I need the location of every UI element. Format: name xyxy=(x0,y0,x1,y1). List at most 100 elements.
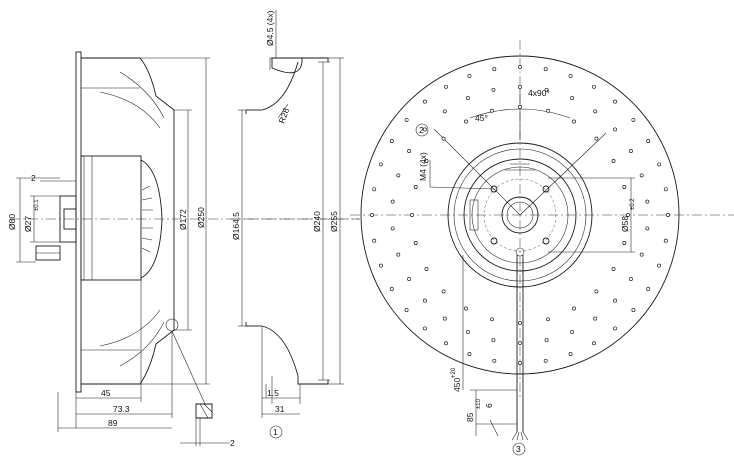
inlet-hole xyxy=(613,99,618,104)
inlet-hole xyxy=(410,213,414,217)
inlet-hole xyxy=(518,361,522,365)
inlet-hole xyxy=(639,173,644,178)
inlet-hole xyxy=(631,117,636,122)
inlet-hole xyxy=(568,352,573,357)
inlet-hole xyxy=(645,199,650,204)
dim-d172: Ø172 xyxy=(178,209,188,230)
dim-d164-5: Ø164.5 xyxy=(231,212,241,240)
inlet-hole xyxy=(613,298,618,303)
inlet-hole xyxy=(592,84,596,89)
inlet-hole xyxy=(568,73,573,78)
inlet-hole xyxy=(467,352,472,357)
dim-85: 85 xyxy=(465,412,475,422)
inlet-hole xyxy=(613,127,618,132)
inlet-hole xyxy=(546,108,550,113)
dim-73-3: 73.3 xyxy=(113,404,130,414)
inlet-hole xyxy=(631,308,636,313)
inlet-hole xyxy=(544,87,549,92)
side-view-dimensions xyxy=(16,57,230,446)
inlet-hole xyxy=(372,187,377,192)
inlet-hole xyxy=(663,238,668,243)
inlet-hole xyxy=(404,117,409,122)
dim-d27: Ø27 xyxy=(23,216,33,232)
inlet-hole xyxy=(657,263,662,268)
dim-r28: R28 xyxy=(276,106,291,124)
inlet-hole xyxy=(626,213,630,217)
dim-d80: Ø80 xyxy=(7,214,17,230)
callout-2-circle xyxy=(415,123,429,137)
inlet-hole xyxy=(613,326,618,331)
inlet-hole xyxy=(442,109,447,114)
inlet-hole xyxy=(396,173,401,178)
inlet-hole xyxy=(593,316,598,321)
dim-45deg: 45° xyxy=(475,113,488,123)
dim-85-tol: ±10 xyxy=(476,398,482,409)
inlet-hole xyxy=(543,358,548,363)
inlet-hole xyxy=(592,341,596,346)
inlet-hole xyxy=(407,277,412,281)
inlet-hole xyxy=(464,119,468,124)
dim-d27-tol: ±0.1 xyxy=(34,199,40,211)
inlet-hole xyxy=(390,199,395,204)
inlet-hole xyxy=(663,187,668,192)
dim-d58: Ø58 xyxy=(620,216,630,232)
dim-2-left: 2 xyxy=(31,173,36,183)
dim-4x90: 4x90° xyxy=(528,88,550,98)
inlet-hole xyxy=(546,317,550,322)
inlet-holes xyxy=(370,65,670,365)
inlet-hole xyxy=(413,185,418,189)
inlet-hole xyxy=(518,65,522,69)
inlet-hole xyxy=(407,149,412,153)
front-view xyxy=(350,40,734,441)
inlet-hole xyxy=(378,263,383,268)
inlet-hole xyxy=(490,108,494,113)
inlet-hole xyxy=(628,277,633,281)
inlet-hole xyxy=(370,213,374,217)
inlet-hole xyxy=(628,149,633,153)
dim-d4-5: Ø4.5 (4x) xyxy=(265,10,275,46)
inlet-hole xyxy=(622,241,627,245)
inlet-hole xyxy=(572,119,576,124)
inlet-hole xyxy=(594,289,599,294)
inlet-hole xyxy=(491,87,496,92)
inlet-hole xyxy=(518,321,522,325)
inlet-hole xyxy=(544,338,549,343)
inlet-hole xyxy=(424,159,429,163)
inlet-hole xyxy=(490,317,494,322)
inlet-hole xyxy=(657,162,662,167)
inlet-hole xyxy=(404,308,409,313)
inlet-hole xyxy=(646,139,651,143)
inlet-hole xyxy=(572,306,576,311)
inlet-hole xyxy=(441,136,446,141)
inlet-hole xyxy=(422,326,427,331)
inlet-hole xyxy=(594,136,599,141)
dim-450-tol: +20 xyxy=(451,367,457,378)
inlet-hole xyxy=(422,298,427,303)
inlet-hole xyxy=(442,316,447,321)
dim-6: 6 xyxy=(484,403,494,408)
dim-450: 450 xyxy=(452,378,462,392)
callout-1-circle xyxy=(269,425,283,439)
inlet-hole xyxy=(622,185,627,189)
inlet-hole xyxy=(441,289,446,294)
callout-1: 1 xyxy=(273,427,278,437)
inlet-hole xyxy=(611,159,616,163)
inlet-hole xyxy=(465,96,470,101)
inlet-hole xyxy=(422,127,427,132)
inlet-hole xyxy=(518,105,522,109)
inlet-hole xyxy=(611,267,616,271)
callout-2: 2 xyxy=(419,125,424,135)
inlet-hole xyxy=(467,73,472,78)
inlet-hole xyxy=(492,358,497,363)
inlet-hole xyxy=(492,67,497,72)
inlet-hole xyxy=(424,267,429,271)
inlet-hole xyxy=(464,306,468,311)
inlet-hole xyxy=(396,252,401,257)
callout-3: 3 xyxy=(516,444,521,454)
inlet-hole xyxy=(666,213,670,217)
inlet-hole xyxy=(570,96,575,101)
dim-d250: Ø250 xyxy=(196,207,206,228)
inlet-hole xyxy=(645,226,650,231)
section-view-dimensions xyxy=(238,10,344,418)
